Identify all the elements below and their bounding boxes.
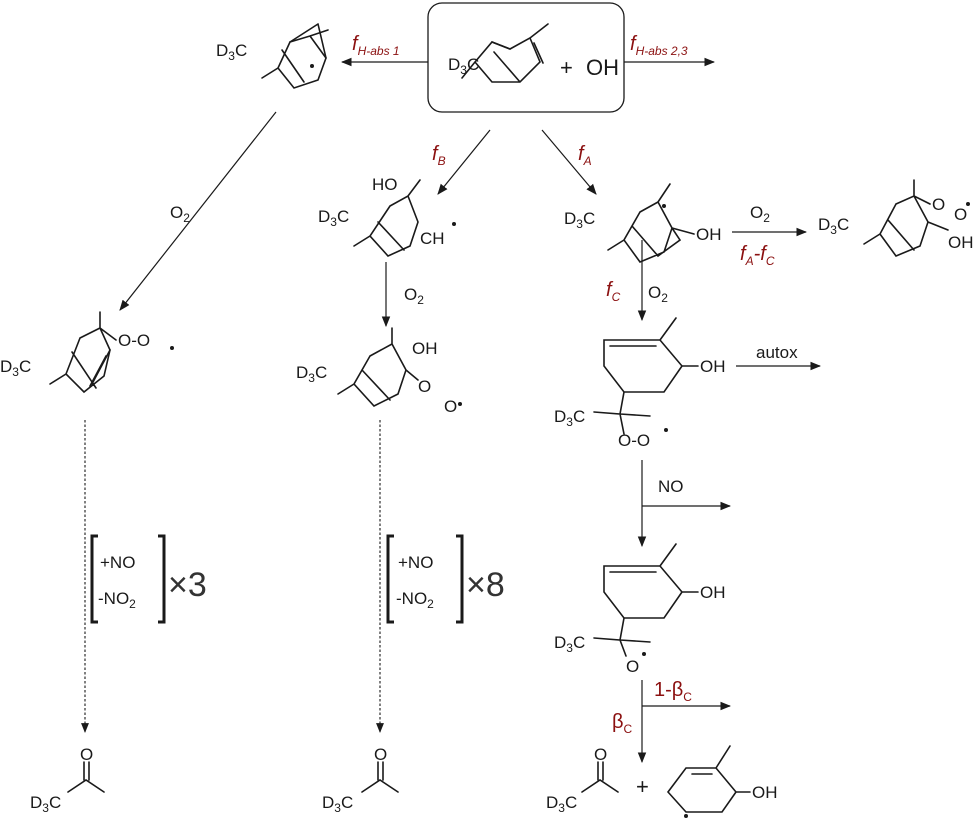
fa-peroxy-oh-label: OH bbox=[948, 233, 974, 252]
nox-plus-no-mid: +NO bbox=[398, 553, 433, 572]
label-o2-fc: O2 bbox=[648, 283, 668, 305]
fb-ch-label: CH bbox=[420, 229, 445, 248]
nox-plus-no-left: +NO bbox=[100, 553, 135, 572]
multiplier-left: ×3 bbox=[168, 566, 207, 604]
allyl-radical-structure: D3C bbox=[216, 23, 329, 89]
acetone-right: O D3C bbox=[546, 745, 619, 815]
label-autox: autox bbox=[756, 343, 798, 362]
label-f-h-abs-23: fH-abs 2,3 bbox=[630, 33, 688, 58]
fb-peroxy-label-2: O bbox=[444, 397, 457, 416]
label-beta: βC bbox=[612, 711, 633, 736]
ring-opened-peroxy-structure: OH D3C O-O bbox=[554, 317, 726, 450]
label-o2-mid: O2 bbox=[404, 285, 424, 307]
reactant-oh: OH bbox=[586, 55, 619, 80]
label-f-b: fB bbox=[432, 143, 446, 168]
multiplier-mid: ×8 bbox=[466, 566, 505, 604]
fa-d3c-label: D3C bbox=[564, 209, 595, 231]
ro-peroxy-label: O-O bbox=[618, 431, 650, 450]
label-f-c: fC bbox=[606, 279, 621, 304]
reactant-d3c-label: D3C bbox=[448, 55, 479, 77]
acetone-d3c-mid: D3C bbox=[322, 793, 353, 815]
acetone-left: O D3C bbox=[30, 745, 105, 815]
alkoxy-structure: OH D3C O bbox=[554, 543, 726, 676]
label-f-a: fA bbox=[578, 143, 592, 168]
fb-radical-structure: HO CH D3C bbox=[318, 175, 456, 257]
fa-peroxy-o-label: O bbox=[932, 195, 945, 214]
left-peroxy-structure: D3C O-O bbox=[0, 311, 174, 394]
reactant-plus: + bbox=[560, 55, 573, 80]
fa-radical-structure: OH D3C bbox=[564, 183, 722, 263]
fb-peroxy-structure: OH O O D3C bbox=[296, 327, 462, 416]
fa-peroxy-o2-label: O bbox=[954, 205, 967, 224]
product-plus: + bbox=[636, 774, 649, 799]
arrow-f-b bbox=[437, 129, 491, 195]
peroxy-label-left: O-O bbox=[118, 331, 150, 350]
d3c-label-tl: D3C bbox=[216, 41, 247, 63]
arrow-o2-left bbox=[119, 111, 277, 311]
fb-peroxy-label: O bbox=[418, 377, 431, 396]
fb-d3c-label: D3C bbox=[318, 207, 349, 229]
alkoxy-oh-label: OH bbox=[700, 583, 726, 602]
fb-ho-label: HO bbox=[372, 175, 398, 194]
label-no: NO bbox=[658, 477, 684, 496]
acetone-o-mid: O bbox=[374, 745, 387, 764]
label-one-minus-beta: 1-βC bbox=[654, 679, 692, 704]
reactant-box: D3C + OH bbox=[427, 2, 625, 113]
arrow-f-a bbox=[541, 129, 597, 195]
nox-minus-no2-mid: -NO2 bbox=[396, 589, 434, 611]
fa-peroxy-structure: O O OH D3C bbox=[818, 179, 974, 257]
alkoxy-d3c-label: D3C bbox=[554, 633, 585, 655]
acetone-d3c-right: D3C bbox=[546, 793, 577, 815]
ro-d3c-label: D3C bbox=[554, 407, 585, 429]
final-radical-ring: OH bbox=[666, 745, 778, 818]
acetone-o-right: O bbox=[594, 745, 607, 764]
nox-minus-no2-left: -NO2 bbox=[98, 589, 136, 611]
fa-peroxy-d3c-label: D3C bbox=[818, 215, 849, 237]
nox-bracket-mid: +NO -NO2 ×8 bbox=[386, 534, 505, 624]
fb-oh-label: OH bbox=[412, 339, 438, 358]
fb-peroxy-d3c-label: D3C bbox=[296, 363, 327, 385]
label-o2-fa: O2 bbox=[750, 203, 770, 225]
label-o2-left: O2 bbox=[170, 203, 190, 225]
d3c-label-left: D3C bbox=[0, 357, 31, 379]
label-f-h-abs-1: fH-abs 1 bbox=[352, 33, 400, 58]
alkoxy-o-label: O bbox=[626, 657, 639, 676]
label-fa-minus-fc: fA-fC bbox=[740, 243, 775, 268]
acetone-o-left: O bbox=[80, 745, 93, 764]
ro-oh-label: OH bbox=[700, 357, 726, 376]
nox-bracket-left: +NO -NO2 ×3 bbox=[90, 534, 207, 624]
acetone-d3c-left: D3C bbox=[30, 793, 61, 815]
fa-oh-label: OH bbox=[696, 225, 722, 244]
acetone-mid: O D3C bbox=[322, 745, 399, 815]
final-oh-label: OH bbox=[752, 783, 778, 802]
